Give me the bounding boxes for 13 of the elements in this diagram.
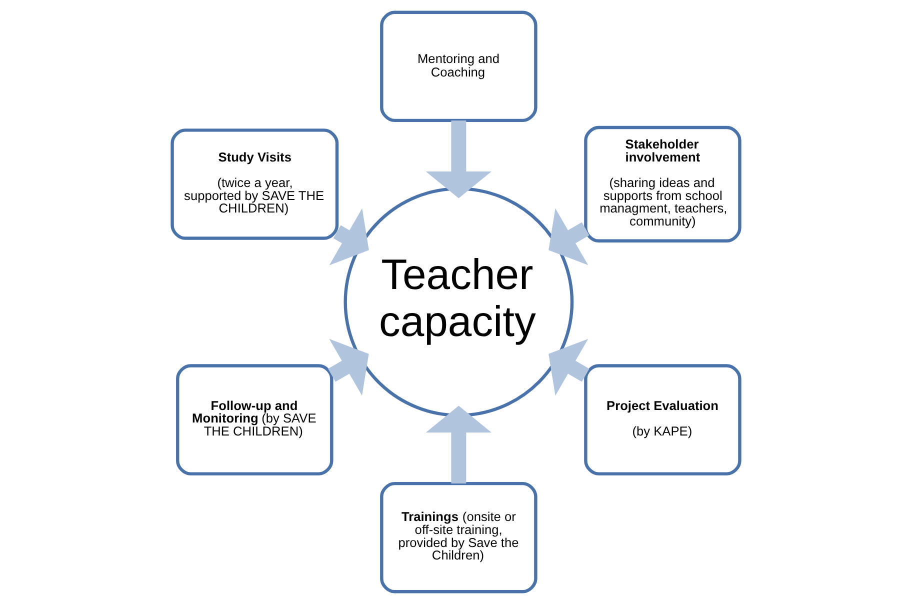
arrow [329, 208, 369, 266]
node-box: Stakeholder involvement (sharing ideas and supports from school managment, teachers, community) [584, 126, 742, 242]
node-box: Trainings (onsite or off-site training, provided by Save the Children) [380, 482, 538, 594]
node-circle: Teacher capacity [344, 187, 574, 417]
arrow [328, 338, 369, 396]
node-box: Follow-up and Monitoring (by SAVE THE CHILDREN) [176, 364, 334, 476]
arrow [548, 338, 590, 396]
arrow [426, 406, 492, 484]
node-box: Project Evaluation (by KAPE) [584, 364, 742, 476]
arrow [548, 208, 590, 266]
node-box: Study Visits (twice a year, supported by SAVE THE CHILDREN) [170, 128, 339, 240]
node-box: Mentoring and Coaching [380, 10, 538, 122]
arrow [426, 120, 492, 198]
